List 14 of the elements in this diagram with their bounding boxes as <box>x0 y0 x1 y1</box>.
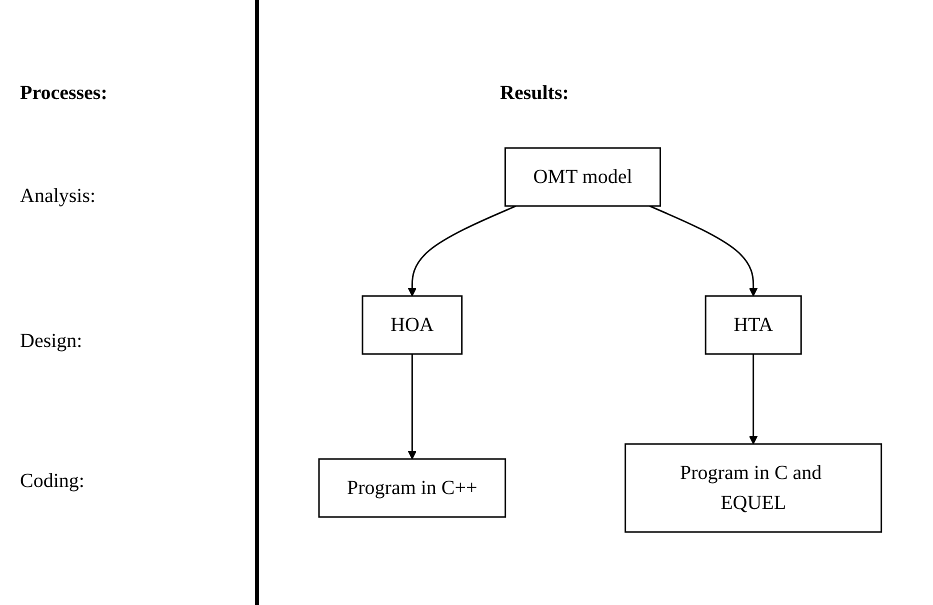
node-box: Program in C++ <box>318 458 506 518</box>
node-box: OMT model <box>504 147 661 207</box>
node-box: HTA <box>704 295 802 355</box>
column-heading: Processes: <box>20 82 108 105</box>
column-heading: Results: <box>500 82 569 105</box>
arrow <box>408 354 416 460</box>
node-box: HOA <box>362 295 462 355</box>
process-label: Design: <box>20 330 82 353</box>
process-label: Coding: <box>20 470 84 493</box>
arrow <box>408 205 516 296</box>
arrow <box>649 205 758 296</box>
process-label: Analysis: <box>20 185 96 208</box>
arrow <box>748 354 758 444</box>
node-box: Program in C and EQUEL <box>624 443 882 533</box>
